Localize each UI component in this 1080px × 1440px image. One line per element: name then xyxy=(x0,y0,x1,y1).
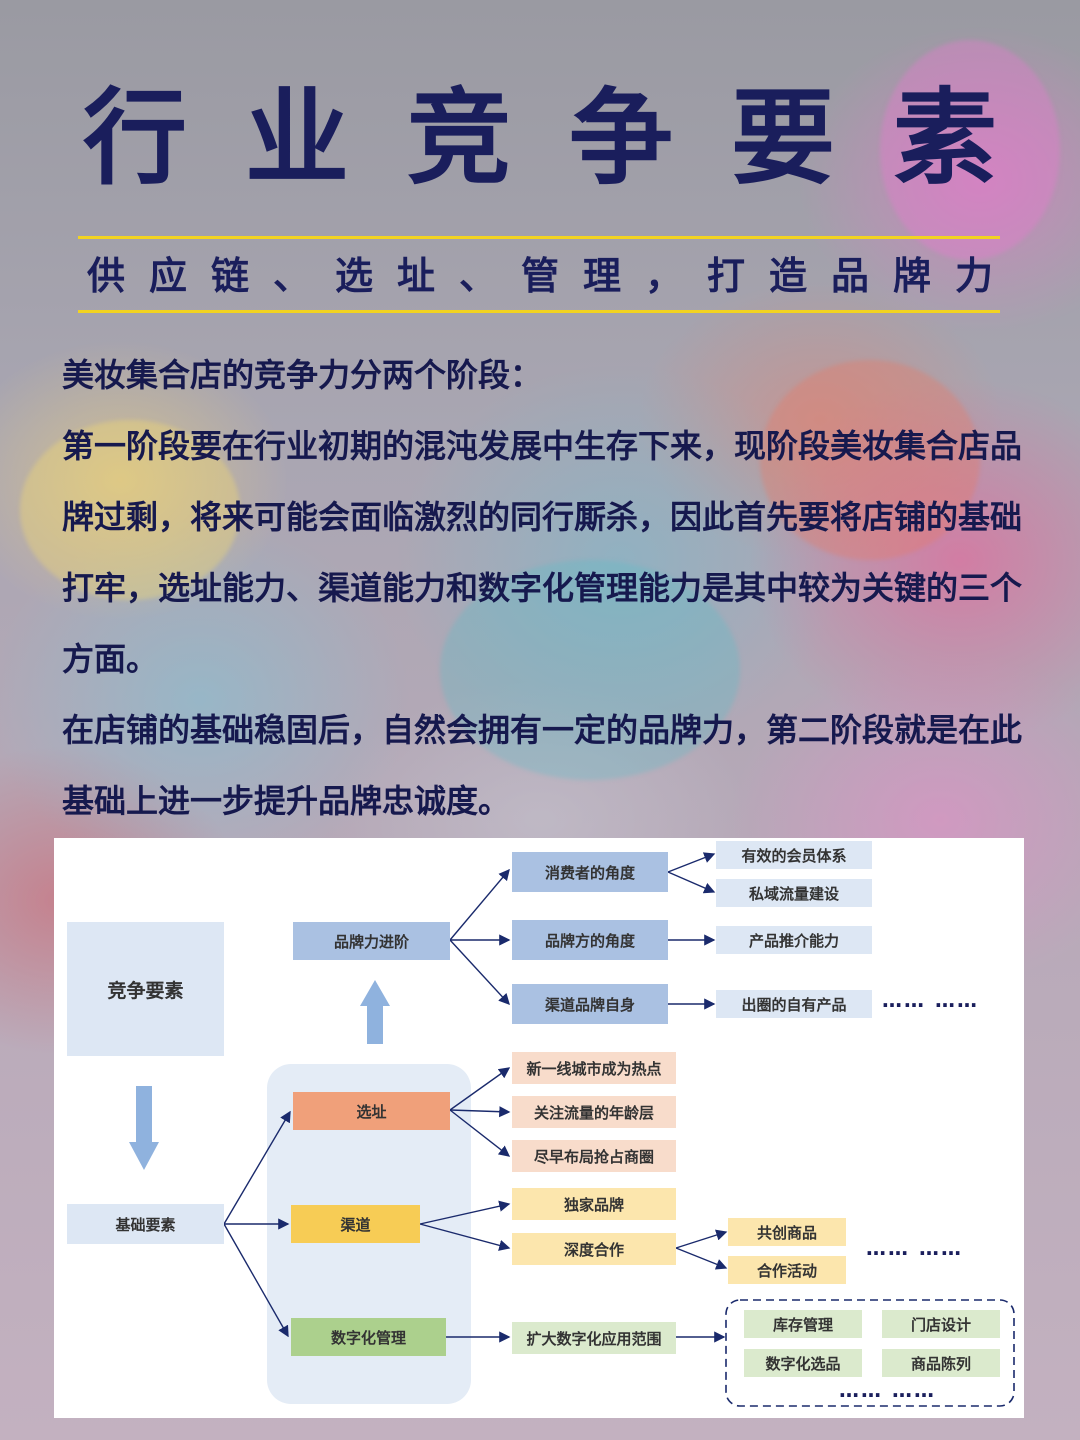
member-system-node: 有效的会员体系 xyxy=(716,841,872,869)
product-promo-node: 产品推介能力 xyxy=(716,926,872,954)
divider-top xyxy=(78,236,1000,239)
bg-splash-pink xyxy=(880,40,1060,260)
ellipsis-digital: …… …… xyxy=(839,1378,936,1402)
site-item-1: 新一线城市成为热点 xyxy=(512,1052,676,1084)
brand-side-node: 品牌方的角度 xyxy=(512,920,668,960)
site-item-2: 关注流量的年龄层 xyxy=(512,1096,676,1128)
edge-channel-2 xyxy=(419,1223,511,1251)
arrow-down-icon xyxy=(136,1086,152,1144)
edge-brand-consumer xyxy=(449,868,510,941)
edge-site-1 xyxy=(449,1067,511,1111)
bg-splash-teal xyxy=(440,560,740,780)
competition-diagram: 竞争要素 基础要素 品牌力进阶 消费者的角度 品牌方的角度 渠道品牌自身 有效的… xyxy=(54,838,1024,1418)
intro-text: 美妆集合店的竞争力分两个阶段： 第一阶段要在行业初期的混沌发展中生存下来，现阶段… xyxy=(62,340,1032,837)
edge-channel-1 xyxy=(419,1200,511,1225)
store-design-node: 门店设计 xyxy=(882,1310,1000,1338)
paragraph-2: 第一阶段要在行业初期的混沌发展中生存下来，现阶段美妆集合店品牌过剩，将来可能会面… xyxy=(62,427,1023,678)
coop-activity-node: 合作活动 xyxy=(728,1256,846,1284)
own-product-node: 出圈的自有产品 xyxy=(716,990,872,1018)
digital-selection-node: 数字化选品 xyxy=(744,1349,862,1377)
brand-advance-node: 品牌力进阶 xyxy=(293,922,450,960)
edge-coop-1 xyxy=(675,1229,728,1249)
ellipsis-brand: …… …… xyxy=(882,988,979,1012)
private-traffic-node: 私域流量建设 xyxy=(716,879,872,907)
edge-coop-2 xyxy=(675,1247,728,1270)
bg-splash-yellow xyxy=(20,420,240,600)
site-item-3: 尽早布局抢占商圈 xyxy=(512,1140,676,1172)
merchandise-display-node: 商品陈列 xyxy=(882,1349,1000,1377)
divider-bottom xyxy=(78,310,1000,313)
page-title: 行业竞争要素 xyxy=(82,77,1055,199)
edge-basic-site xyxy=(223,1110,291,1225)
edge-site-2 xyxy=(449,1106,511,1118)
edge-site-3 xyxy=(449,1109,511,1157)
channel-node: 渠道 xyxy=(291,1205,420,1243)
co-create-node: 共创商品 xyxy=(728,1218,846,1246)
digital-scope-node: 扩大数字化应用范围 xyxy=(512,1322,676,1354)
bg-splash-coral xyxy=(760,360,980,560)
paragraph-3: 在店铺的基础稳固后，自然会拥有一定的品牌力，第二阶段就是在此基础上进一步提升品牌… xyxy=(62,711,1023,820)
basic-node: 基础要素 xyxy=(67,1204,224,1244)
paragraph-1: 美妆集合店的竞争力分两个阶段： xyxy=(62,356,543,394)
edge-consumer-private xyxy=(667,871,716,894)
competition-node: 竞争要素 xyxy=(67,922,224,1056)
edge-basic-digital xyxy=(223,1223,289,1338)
consumer-node: 消费者的角度 xyxy=(512,852,668,892)
site-node: 选址 xyxy=(293,1092,450,1130)
ellipsis-channel: …… …… xyxy=(866,1236,963,1260)
digital-node: 数字化管理 xyxy=(291,1318,446,1356)
inventory-node: 库存管理 xyxy=(744,1310,862,1338)
channel-brand-node: 渠道品牌自身 xyxy=(512,984,668,1024)
page-subtitle: 供应链、选址、管理，打造品牌力 xyxy=(86,254,1017,298)
arrow-up-head xyxy=(360,980,390,1006)
digital-group-outline xyxy=(725,1299,1015,1407)
edge-brand-channelbrand xyxy=(449,939,510,1006)
arrow-down-head xyxy=(129,1142,159,1170)
exclusive-brand-node: 独家品牌 xyxy=(512,1188,676,1220)
edge-consumer-member xyxy=(667,852,716,873)
arrow-up-icon xyxy=(367,1006,383,1044)
deep-coop-node: 深度合作 xyxy=(512,1233,676,1265)
